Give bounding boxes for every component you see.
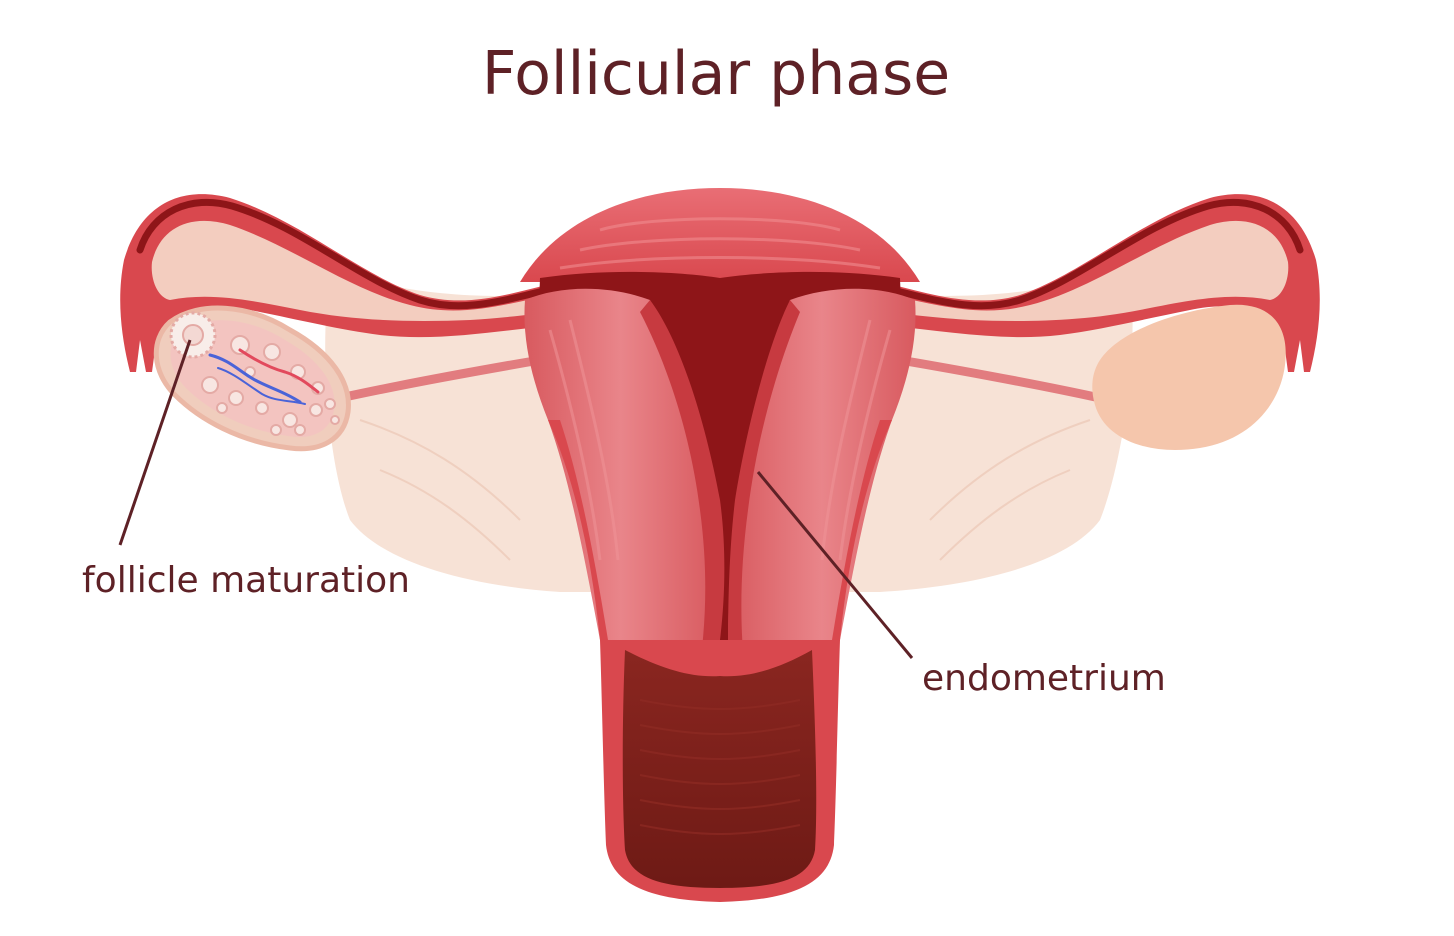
vagina-rugae (639, 699, 801, 835)
small-follicle (294, 424, 306, 436)
uterus-right-wall (728, 288, 916, 668)
uterus-fundus (520, 188, 920, 282)
follicle-pointer-line (118, 339, 192, 546)
endometrium-left (640, 300, 725, 668)
right-tube-dark-edge (876, 198, 1304, 310)
fundus-stripes (559, 217, 881, 270)
left-tube-inner (151, 220, 548, 321)
small-follicle (228, 390, 244, 406)
diagram-title: Follicular phase (482, 39, 950, 109)
broad-ligament-veins (359, 419, 1091, 561)
uterus-left-wall (524, 288, 718, 668)
right-ovarian-ligament (895, 355, 1105, 403)
small-follicle (270, 424, 282, 436)
small-follicle (201, 376, 219, 394)
label-endometrium: endometrium (922, 658, 1166, 699)
ovary-blood-vessels (208, 348, 320, 405)
left-tube-dark-edge (136, 198, 564, 310)
right-ovary (1092, 304, 1286, 451)
left-ovarian-ligament (335, 355, 545, 403)
endometrium-right (728, 300, 800, 668)
small-follicle (263, 343, 281, 361)
small-follicle (330, 415, 340, 425)
small-follicle (216, 402, 228, 414)
small-follicle (282, 412, 298, 428)
small-follicle (309, 403, 323, 417)
label-follicle-maturation: follicle maturation (82, 560, 410, 601)
right-tube-inner (892, 220, 1289, 321)
wall-striations (548, 319, 892, 561)
vagina (622, 650, 817, 888)
dominant-follicle (169, 311, 217, 359)
small-follicle (324, 398, 336, 410)
endometrium-pointer-line (756, 471, 914, 659)
small-follicle (230, 335, 250, 355)
small-follicle (255, 401, 269, 415)
